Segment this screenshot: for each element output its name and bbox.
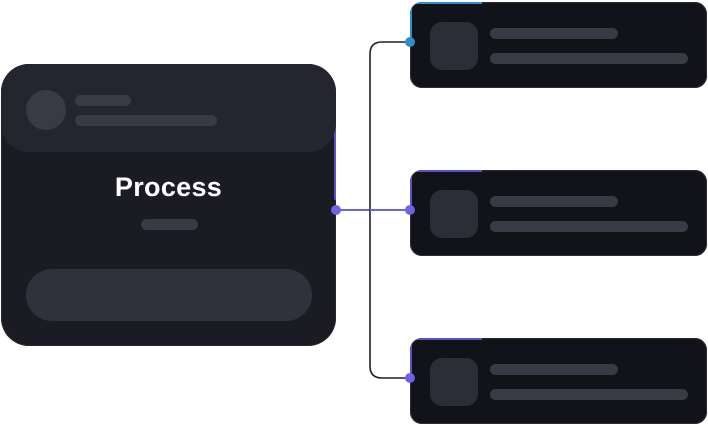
subtitle-placeholder [141,219,198,230]
process-output-handle[interactable] [331,205,341,215]
avatar [26,90,66,130]
output-line-short [490,196,618,207]
output-thumbnail [430,22,478,70]
output-line-long [490,221,688,232]
top-input-handle[interactable] [405,37,415,47]
output-node-top[interactable] [410,2,707,88]
output-line-short [490,364,618,375]
card-accent-left [410,170,412,210]
output-line-short [490,28,618,39]
header-line-short [75,95,131,106]
output-node-middle[interactable] [410,170,707,256]
middle-input-handle[interactable] [405,205,415,215]
card-accent-left [410,338,412,378]
output-node-bottom[interactable] [410,338,707,424]
output-thumbnail [430,358,478,406]
bottom-input-handle[interactable] [405,373,415,383]
process-node[interactable]: Process [1,64,336,346]
header-line-long [75,115,217,126]
card-accent-top [410,170,482,172]
output-line-long [490,389,688,400]
process-title: Process [114,172,223,202]
card-accent-left [410,2,412,42]
output-thumbnail [430,190,478,238]
output-line-long [490,53,688,64]
process-action-button[interactable] [26,269,312,321]
card-accent-top [410,2,482,4]
card-accent-top [410,338,482,340]
process-accent-edge [334,82,336,200]
process-header [1,64,336,152]
